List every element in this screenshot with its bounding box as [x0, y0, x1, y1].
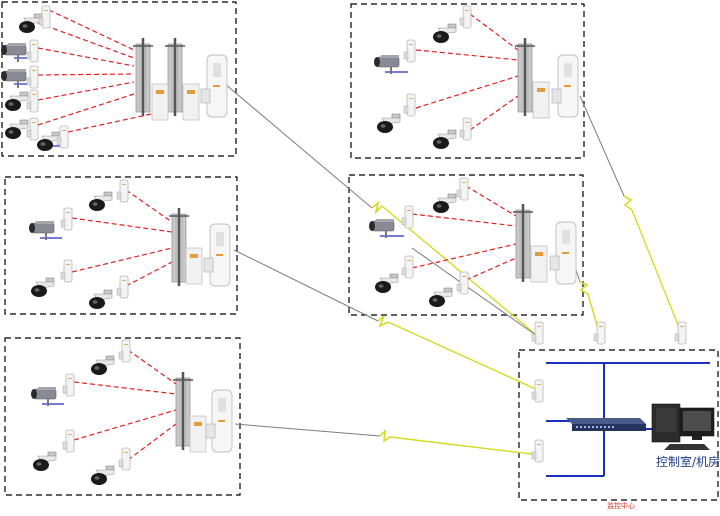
site-box-1	[1, 1, 237, 157]
wireless-bridge-icon	[593, 321, 606, 345]
wireless-bridge-icon	[530, 245, 548, 283]
panel-antenna-icon	[513, 36, 537, 118]
site-box-2	[350, 3, 585, 159]
wireless-bridge-icon	[531, 439, 544, 463]
dome-camera-icon	[90, 465, 115, 486]
long-link-4	[579, 95, 681, 331]
dome-camera-icon	[88, 289, 113, 310]
network-switch-icon	[566, 418, 646, 431]
dome-camera-icon	[428, 287, 453, 308]
site-box-5	[4, 337, 241, 496]
wireless-bridge-icon	[151, 83, 169, 121]
wireless-bridge-icon	[401, 255, 414, 279]
site-box-4	[348, 174, 584, 316]
wireless-bridge-icon	[62, 373, 75, 397]
site-3	[28, 179, 231, 310]
wireless-bridge-icon	[118, 447, 131, 471]
dome-camera-icon	[36, 131, 61, 152]
wireless-bridge-icon	[674, 321, 687, 345]
long-link-6	[411, 247, 541, 339]
dome-camera-icon	[432, 193, 457, 214]
dome-camera-icon	[374, 273, 399, 294]
box-camera-icon	[368, 218, 395, 239]
site-box-3	[4, 176, 238, 315]
panel-antenna-icon	[131, 36, 155, 118]
wireless-bridge-icon	[26, 39, 39, 63]
box-camera-icon	[373, 54, 400, 75]
wireless-bridge-icon	[26, 89, 39, 113]
wireless-bridge-icon	[403, 39, 416, 63]
dome-camera-icon	[376, 113, 401, 134]
box-camera-icon	[30, 386, 57, 407]
wireless-bridge-icon	[459, 117, 472, 141]
wireless-bridge-icon	[185, 247, 203, 285]
box-camera-icon	[0, 68, 27, 89]
dome-camera-icon	[4, 119, 29, 140]
panel-antenna-icon	[511, 202, 535, 284]
control-room: 控制室/机房	[531, 321, 720, 477]
computer-icon	[651, 403, 715, 450]
wireless-bridge-icon	[403, 93, 416, 117]
wireless-bridge-icon	[532, 81, 550, 119]
wireless-bridge-icon	[551, 54, 579, 118]
box-camera-icon	[0, 42, 27, 63]
wireless-bridge-icon	[26, 117, 39, 141]
dome-camera-icon	[88, 191, 113, 212]
wireless-bridge-icon	[189, 415, 207, 453]
wireless-bridge-icon	[116, 275, 129, 299]
site-1	[0, 5, 228, 152]
wireless-bridge-icon	[459, 5, 472, 29]
wireless-bridge-icon	[205, 389, 233, 453]
wireless-bridge-icon	[456, 177, 469, 201]
wireless-bridge-icon	[60, 207, 73, 231]
control-center-label: 监控中心	[607, 501, 635, 510]
site-2	[373, 5, 579, 150]
long-link-2	[233, 249, 539, 391]
wireless-bridge-icon	[116, 179, 129, 203]
long-link-3	[234, 423, 541, 456]
dome-camera-icon	[432, 23, 457, 44]
wireless-bridge-icon	[401, 205, 414, 229]
box-camera-icon	[28, 220, 55, 241]
wireless-bridge-icon	[118, 339, 131, 363]
wireless-bridge-icon	[200, 54, 228, 118]
site-4	[368, 177, 577, 308]
wireless-bridge-icon	[549, 221, 577, 285]
control-room-label: 控制室/机房	[656, 454, 720, 469]
dome-camera-icon	[90, 355, 115, 376]
dome-camera-icon	[32, 451, 57, 472]
wireless-bridge-icon	[203, 223, 231, 287]
wireless-bridge-icon	[62, 429, 75, 453]
wireless-bridge-icon	[456, 271, 469, 295]
control-room-box	[518, 349, 719, 501]
wireless-bridge-icon	[26, 65, 39, 89]
dome-camera-icon	[4, 91, 29, 112]
dome-camera-icon	[30, 277, 55, 298]
wireless-bridge-icon	[182, 83, 200, 121]
wireless-bridge-icon	[60, 259, 73, 283]
site-5	[30, 339, 233, 486]
dome-camera-icon	[432, 129, 457, 150]
wireless-bridge-icon	[531, 379, 544, 403]
